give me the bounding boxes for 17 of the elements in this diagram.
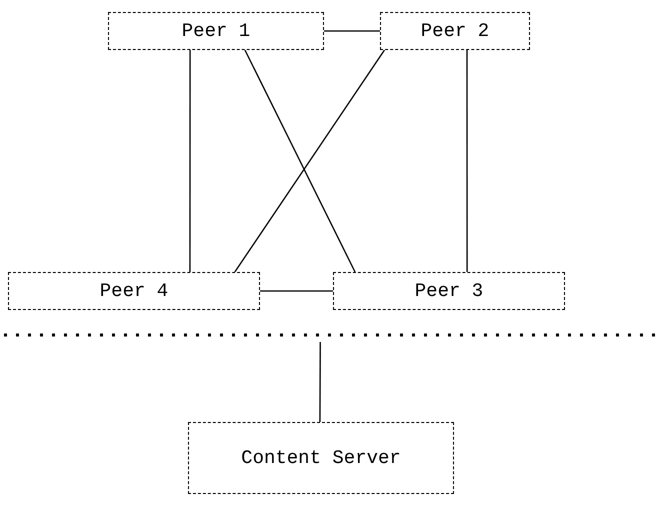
connector-line bbox=[466, 50, 468, 272]
peer-box bbox=[108, 12, 324, 50]
connector-line bbox=[319, 342, 321, 422]
connector-line bbox=[234, 50, 386, 272]
peer-box bbox=[188, 422, 454, 494]
peer-box bbox=[8, 272, 260, 310]
node-label: Peer 2 bbox=[420, 18, 490, 44]
connector-line bbox=[189, 50, 191, 272]
connector-line bbox=[324, 30, 380, 32]
connector-line bbox=[260, 290, 333, 292]
node-label: Content Server bbox=[241, 446, 401, 471]
node-label: Peer 4 bbox=[100, 278, 168, 304]
node-label: Peer 3 bbox=[414, 278, 484, 304]
connector-line bbox=[244, 50, 356, 272]
peer-box bbox=[380, 12, 530, 50]
peer-box bbox=[333, 272, 565, 310]
node-label: Peer 1 bbox=[182, 18, 250, 44]
